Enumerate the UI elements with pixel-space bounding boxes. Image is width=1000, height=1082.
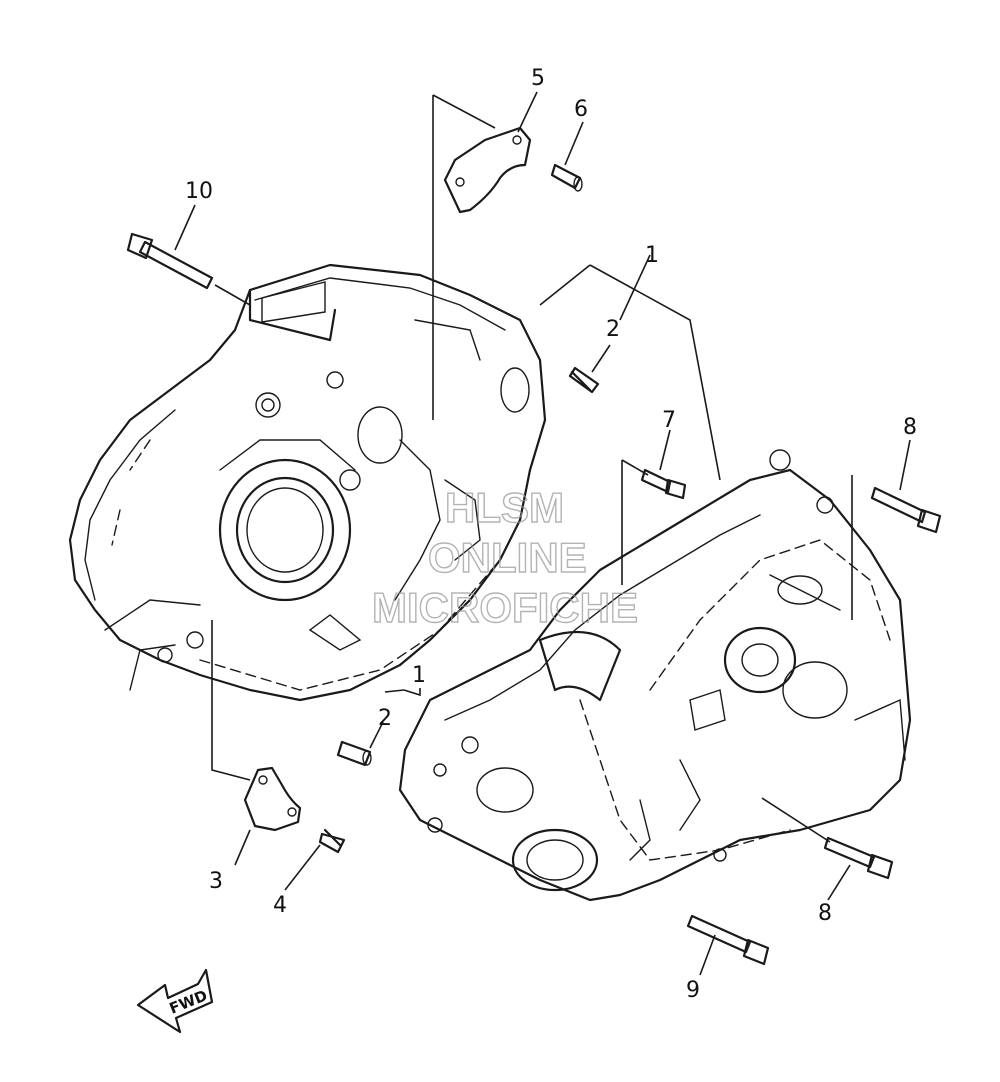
leader-lines xyxy=(174,91,911,976)
callout-10: 10 xyxy=(185,179,213,204)
bearing-stopper-plate-lower xyxy=(243,766,302,832)
screw-upper xyxy=(550,163,583,192)
bolt-right-upper xyxy=(870,486,942,534)
bolt-left-long xyxy=(126,232,214,290)
callout-5: 5 xyxy=(531,66,545,91)
watermark-line-2: ONLINE xyxy=(428,534,587,581)
callout-2-top: 2 xyxy=(606,317,620,342)
bolt-long xyxy=(686,914,770,966)
bolt-right-lower xyxy=(823,836,894,880)
callout-1-mid: 1 xyxy=(412,663,426,688)
callout-2-bottom: 2 xyxy=(378,706,392,731)
watermark: HLSM ONLINE MICROFICHE xyxy=(371,483,638,631)
callout-1-top: 1 xyxy=(645,243,659,268)
callout-3: 3 xyxy=(209,869,223,894)
callout-8-bottom: 8 xyxy=(818,901,832,926)
watermark-line-1: HLSM xyxy=(445,484,564,531)
callout-9: 9 xyxy=(686,978,700,1003)
callout-6: 6 xyxy=(574,97,588,122)
callout-7: 7 xyxy=(662,408,676,433)
right-crankcase-half xyxy=(398,449,912,902)
callout-4: 4 xyxy=(273,893,287,918)
dowel-pin-top xyxy=(568,366,600,394)
watermark-line-3: MICROFICHE xyxy=(372,584,638,631)
fwd-direction-arrow: FWD xyxy=(136,968,214,1034)
screw-lower xyxy=(318,828,346,854)
dowel-pin-bottom xyxy=(336,740,372,767)
left-crankcase-half xyxy=(68,263,547,702)
bolt-short xyxy=(640,468,687,500)
callout-8-top: 8 xyxy=(903,415,917,440)
bearing-stopper-plate-upper xyxy=(443,126,532,214)
